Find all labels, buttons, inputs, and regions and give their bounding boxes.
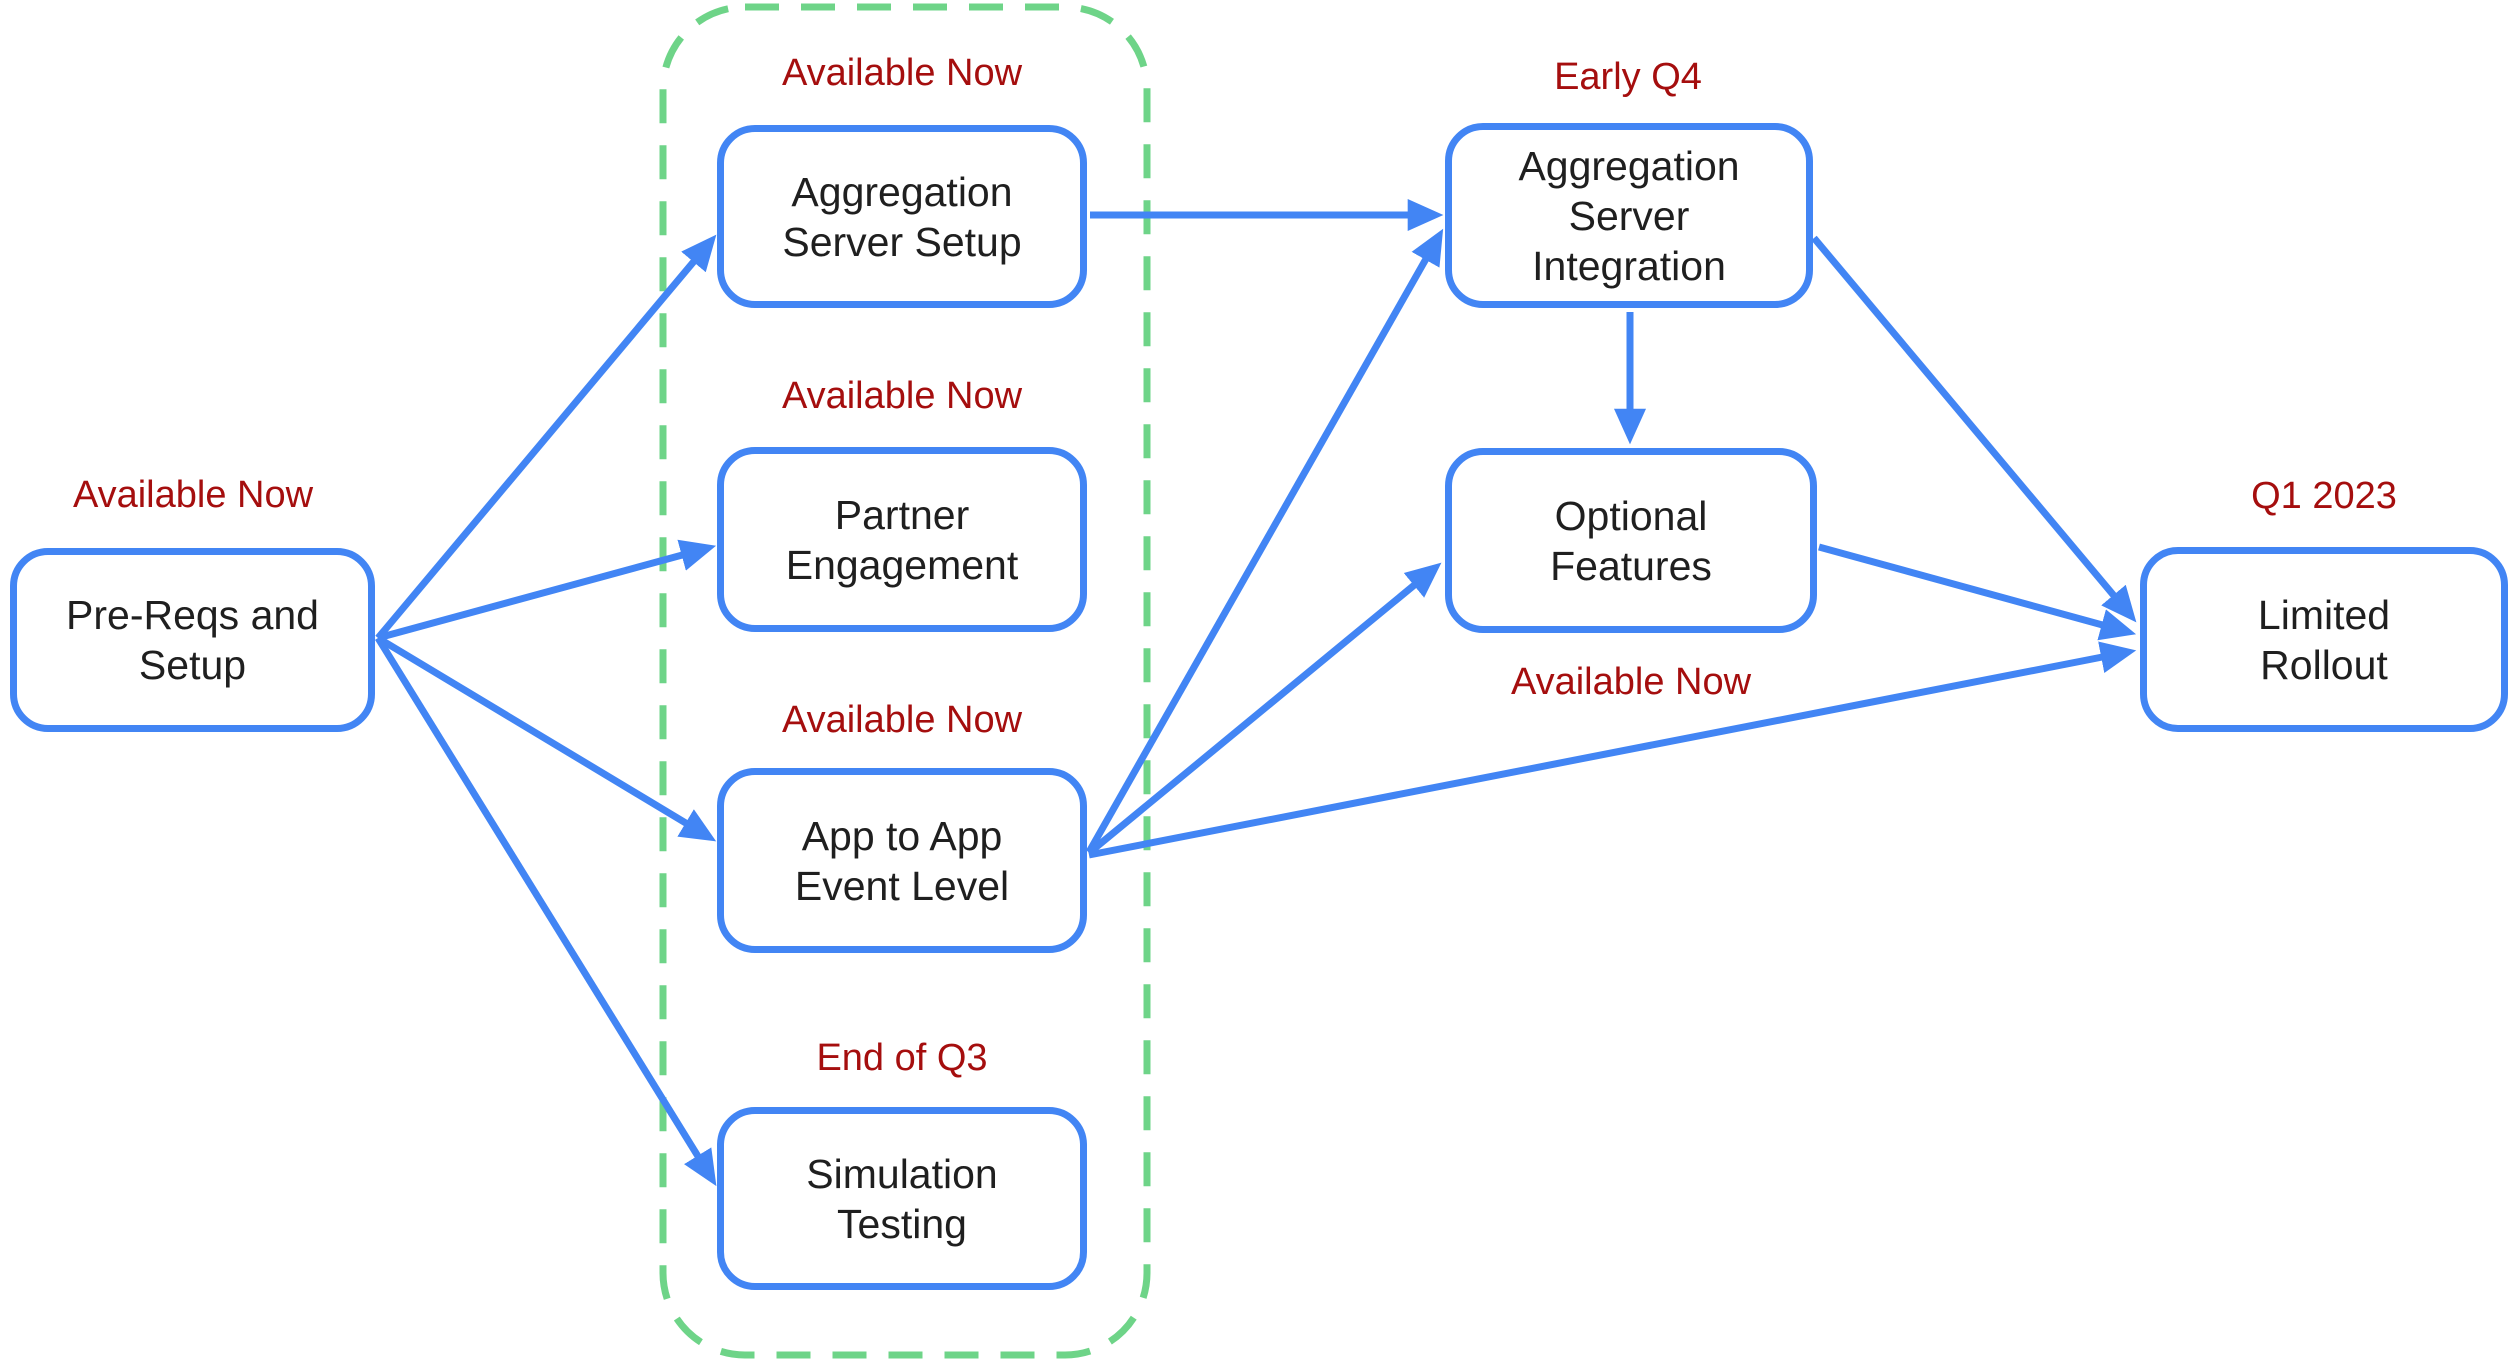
- status-label-aggregation-server-setup: Available Now: [781, 52, 1023, 94]
- node-label-line: Aggregation: [1518, 142, 1740, 189]
- node-label-line: Simulation: [806, 1150, 998, 1197]
- node-label: Aggregation Server Integration: [1518, 141, 1739, 291]
- node-label-line: Partner: [834, 491, 970, 538]
- node-label-line: Aggregation: [791, 168, 1013, 215]
- node-label-line: App to App: [801, 812, 1003, 859]
- node-optional-features: Optional Features: [1445, 448, 1817, 633]
- status-label-limited-rollout: Q1 2023: [2251, 475, 2397, 517]
- node-label-line: Server Setup: [782, 218, 1022, 265]
- node-label-line: Limited: [2257, 591, 2391, 638]
- status-label-aggregation-server-integration: Early Q4: [1554, 56, 1702, 98]
- node-app-to-app-event-level: App to App Event Level: [717, 768, 1087, 953]
- node-label: Limited Rollout: [2258, 590, 2390, 690]
- status-label-optional-features: Available Now: [1510, 661, 1752, 703]
- edge-app-to-app-to-agg-server-integration: [1085, 228, 1444, 854]
- phase-group-outline: [659, 3, 1151, 1359]
- node-partner-engagement: Partner Engagement: [717, 447, 1087, 632]
- node-label-line: Engagement: [785, 541, 1019, 588]
- node-label-line: Testing: [837, 1200, 967, 1247]
- node-aggregation-server-integration: Aggregation Server Integration: [1445, 123, 1813, 308]
- edge-prereqs-to-partner-engagement: [377, 539, 717, 642]
- node-label: App to App Event Level: [795, 811, 1009, 911]
- node-label: Pre-Reqs and Setup: [66, 590, 319, 690]
- edge-prereqs-to-app-to-app: [376, 635, 717, 842]
- edge-app-to-app-to-optional-features: [1086, 562, 1442, 856]
- node-label: Aggregation Server Setup: [782, 167, 1021, 267]
- node-label-line: Event Level: [794, 862, 1010, 909]
- edge-app-to-app-to-limited-rollout: [1088, 641, 2137, 859]
- status-label-pre-reqs-and-setup: Available Now: [72, 474, 314, 516]
- node-label-line: Pre-Reqs and: [66, 592, 319, 638]
- status-label-app-to-app-event-level: Available Now: [781, 699, 1023, 741]
- node-label-line: Rollout: [2260, 641, 2388, 688]
- node-simulation-testing: Simulation Testing: [717, 1107, 1087, 1290]
- node-label-line: Setup: [138, 642, 247, 688]
- edge-agg-server-integration-to-limited-rollout: [1811, 235, 2137, 623]
- node-pre-reqs-and-setup: Pre-Reqs and Setup: [10, 548, 375, 732]
- node-label-line: Features: [1550, 542, 1712, 589]
- node-aggregation-server-setup: Aggregation Server Setup: [717, 125, 1087, 308]
- edge-prereqs-to-agg-server-setup: [375, 234, 717, 641]
- status-label-partner-engagement: Available Now: [781, 375, 1023, 417]
- node-label: Optional Features: [1550, 491, 1712, 591]
- status-label-simulation-testing: End of Q3: [816, 1037, 988, 1079]
- edge-optional-features-to-limited-rollout: [1818, 543, 2137, 641]
- node-label: Simulation Testing: [806, 1149, 997, 1249]
- node-label-line: Optional: [1554, 492, 1708, 539]
- node-label-line: Integration: [1532, 242, 1726, 289]
- node-limited-rollout: Limited Rollout: [2140, 547, 2508, 732]
- node-label: Partner Engagement: [786, 490, 1019, 590]
- node-label-line: Server: [1568, 192, 1690, 239]
- edge-prereqs-to-simulation-testing: [375, 636, 717, 1187]
